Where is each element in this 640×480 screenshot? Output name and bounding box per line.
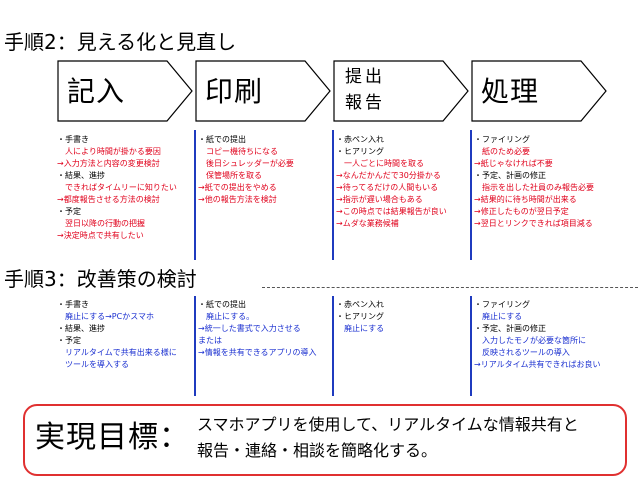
step3-column-print: ・紙での提出 廃止にする。 →統一した書式で入力させるまたは →情報を共有できるアプ…: [198, 299, 338, 359]
list-item: →待ってるだけの人間もいる: [336, 183, 439, 192]
step2-column-print: ・紙での提出 コピー機待ちになる 後日シュレッダーが必要 保管場所を取る →紙での…: [198, 134, 338, 206]
list-item: →結果的に待ち時間が出来る: [474, 195, 577, 204]
column-divider: [332, 130, 334, 260]
list-item: →紙じゃなければ不要: [474, 159, 553, 168]
list-item: 後日シュレッダーが必要: [198, 159, 294, 168]
list-item: 廃止にする。: [198, 312, 255, 321]
list-item: →修正したものが翌日予定: [474, 207, 569, 216]
list-item: 翌日以降の行動の把握: [57, 219, 145, 228]
goal-box: [23, 404, 627, 476]
step3-column-submit: ・赤ペン入れ・ヒアリング 廃止にする: [336, 299, 476, 335]
column-divider: [470, 296, 472, 396]
list-item: →情報を共有できるアプリの導入: [198, 348, 317, 357]
list-item: →この時点では結果報告が良い: [336, 207, 447, 216]
list-item: 人により時間が掛かる要因: [57, 147, 161, 156]
list-item: →紙での提出をやめる: [198, 183, 277, 192]
step3-column-process: ・ファイリング 廃止にする・予定、計画の修正 入力したモノが必要な箇所に 反映さ…: [474, 299, 614, 371]
goal-line-2: 報告・連絡・相談を簡略化する。: [197, 441, 438, 460]
step2-column-entry: ・手書き 人により時間が掛かる要因 →入力方法と内容の変更検討・結果、進捗 できれ…: [57, 134, 197, 242]
list-item: →指示が遅い場合もある: [336, 195, 423, 204]
list-item: ・予定、計画の修正: [474, 324, 546, 333]
list-item: →統一した書式で入力させる: [198, 324, 301, 333]
chevron-print-label: 印刷: [205, 75, 264, 108]
list-item: →なんだかんだで30分掛かる: [336, 171, 441, 180]
goal-text: スマホアプリを使用して、リアルタイムな情報共有と 報告・連絡・相談を簡略化する。: [197, 412, 579, 464]
list-item: 廃止にする→PCかスマホ: [57, 312, 154, 321]
list-item: 入力したモノが必要な箇所に: [474, 336, 586, 345]
list-item: 一人ごとに時間を取る: [336, 159, 424, 168]
list-item: ・手書き: [57, 135, 89, 144]
chevron-submit-report-label: 提出 報告: [345, 64, 385, 116]
list-item: ・ファイリング: [474, 135, 530, 144]
list-item: →リアルタイム共有できればお良い: [474, 360, 601, 369]
goal-line-1: スマホアプリを使用して、リアルタイムな情報共有と: [197, 415, 579, 434]
list-item: →他の報告方法を検討: [198, 195, 277, 204]
chevron-print: 印刷: [195, 60, 331, 122]
list-item: または: [198, 336, 222, 345]
column-divider: [470, 130, 472, 260]
list-item: できればタイムリーに知りたい: [57, 183, 177, 192]
chevron-submit-line-1: 提出: [345, 67, 385, 87]
step2-column-submit: ・赤ペン入れ・ヒアリング 一人ごとに時間を取る →なんだかんだで30分掛かる →待っ…: [336, 134, 476, 230]
chevron-process-label: 処理: [481, 75, 540, 108]
chevron-submit-report: 提出 報告: [333, 60, 469, 122]
list-item: ・赤ペン入れ: [336, 135, 384, 144]
list-item: →翌日とリンクできれば項目減る: [474, 219, 593, 228]
list-item: ・手書き: [57, 300, 89, 309]
list-item: 保管場所を取る: [198, 171, 262, 180]
list-item: ・赤ペン入れ: [336, 300, 384, 309]
list-item: →入力方法と内容の変更検討: [57, 159, 160, 168]
goal-title: 実現目標：: [35, 420, 190, 455]
list-item: コピー機待ちになる: [198, 147, 278, 156]
list-item: ツールを導入する: [57, 360, 129, 369]
step2-column-process: ・ファイリング 紙のため必要 →紙じゃなければ不要・予定、計画の修正 指示を出した…: [474, 134, 614, 230]
list-item: ・結果、進捗: [57, 324, 105, 333]
list-item: ・ヒアリング: [336, 312, 384, 321]
list-item: 反映されるツールの導入: [474, 348, 570, 357]
column-divider: [194, 130, 196, 260]
chevron-process: 処理: [471, 60, 607, 122]
list-item: ・結果、進捗: [57, 171, 105, 180]
list-item: 紙のため必要: [474, 147, 530, 156]
list-item: →決定時点で共有したい: [57, 231, 144, 240]
list-item: ・紙での提出: [198, 300, 246, 309]
list-item: ・予定: [57, 207, 81, 216]
chevron-entry-label: 記入: [67, 75, 126, 108]
list-item: →ムダな業務候補: [336, 219, 399, 228]
step3-heading: 手順3：改善策の検討: [4, 267, 197, 291]
list-item: ・ファイリング: [474, 300, 530, 309]
list-item: ・予定: [57, 336, 81, 345]
list-item: 廃止にする: [336, 324, 385, 333]
list-item: リアルタイムで共有出来る様に: [57, 348, 177, 357]
column-divider: [194, 296, 196, 396]
step3-column-entry: ・手書き 廃止にする→PCかスマホ・結果、進捗・予定 リアルタイムで共有出来る様…: [57, 299, 197, 371]
chevron-submit-line-2: 報告: [345, 93, 385, 113]
step3-dashed-divider: [262, 287, 638, 288]
step2-heading: 手順2：見える化と見直し: [4, 30, 237, 54]
list-item: 指示を出した社員のみ報告必要: [474, 183, 594, 192]
list-item: →都度報告させる方法の検討: [57, 195, 160, 204]
list-item: 廃止にする: [474, 312, 523, 321]
list-item: ・ヒアリング: [336, 147, 384, 156]
list-item: ・紙での提出: [198, 135, 246, 144]
chevron-entry: 記入: [57, 60, 193, 122]
list-item: ・予定、計画の修正: [474, 171, 546, 180]
column-divider: [332, 296, 334, 396]
